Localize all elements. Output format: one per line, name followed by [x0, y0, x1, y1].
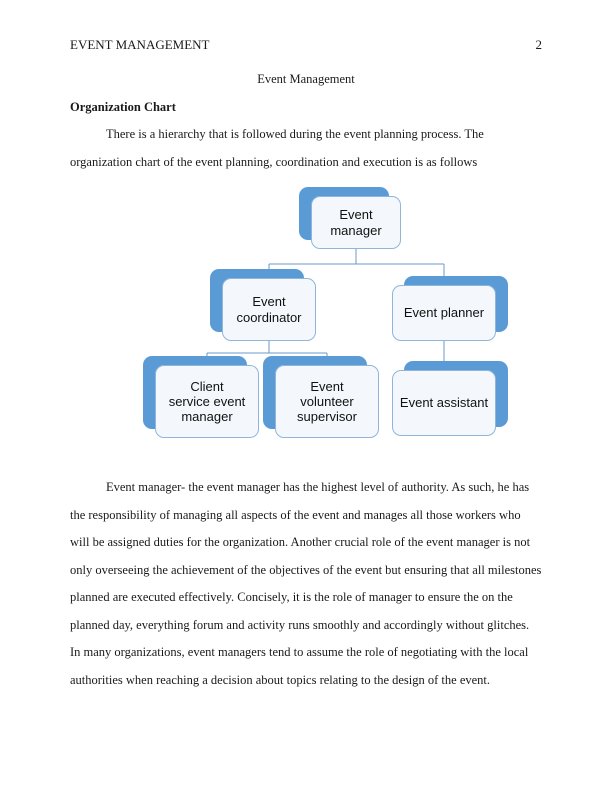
node-box: Event volunteer supervisor	[275, 365, 379, 438]
section-heading: Organization Chart	[70, 99, 176, 114]
org-chart-node-event-coordinator: Event coordinator	[210, 269, 316, 341]
node-label: Event manager	[330, 207, 382, 238]
org-chart-connectors	[206, 249, 445, 370]
org-chart-node-event-manager: Event manager	[299, 187, 401, 249]
node-label: Event planner	[403, 305, 485, 321]
node-label: Client service event manager	[168, 378, 246, 425]
body-paragraph: Event manager- the event manager has the…	[70, 480, 542, 687]
node-label: Event coordinator	[236, 294, 302, 325]
node-box: Event coordinator	[222, 278, 316, 341]
org-chart: Event manager Event coordinator Event pl…	[0, 186, 612, 444]
node-box: Event assistant	[392, 370, 496, 436]
page-header: EVENT MANAGEMENT 2	[70, 37, 542, 53]
page-number: 2	[535, 37, 543, 52]
org-chart-node-event-assistant: Event assistant	[392, 361, 508, 436]
document-content: Event Management Organization Chart Ther…	[70, 66, 542, 694]
intro-paragraph: There is a hierarchy that is followed du…	[70, 127, 484, 169]
org-chart-node-client-service-event-manager: Client service event manager	[143, 356, 259, 438]
document-title: Event Management	[257, 72, 355, 86]
running-head: EVENT MANAGEMENT	[70, 37, 210, 52]
org-chart-node-event-volunteer-supervisor: Event volunteer supervisor	[263, 356, 379, 438]
node-label: Event assistant	[399, 395, 489, 411]
node-box: Event planner	[392, 285, 496, 341]
node-box: Client service event manager	[155, 365, 259, 438]
node-label: Event volunteer supervisor	[297, 378, 357, 425]
org-chart-node-event-planner: Event planner	[392, 276, 508, 341]
node-box: Event manager	[311, 196, 401, 249]
